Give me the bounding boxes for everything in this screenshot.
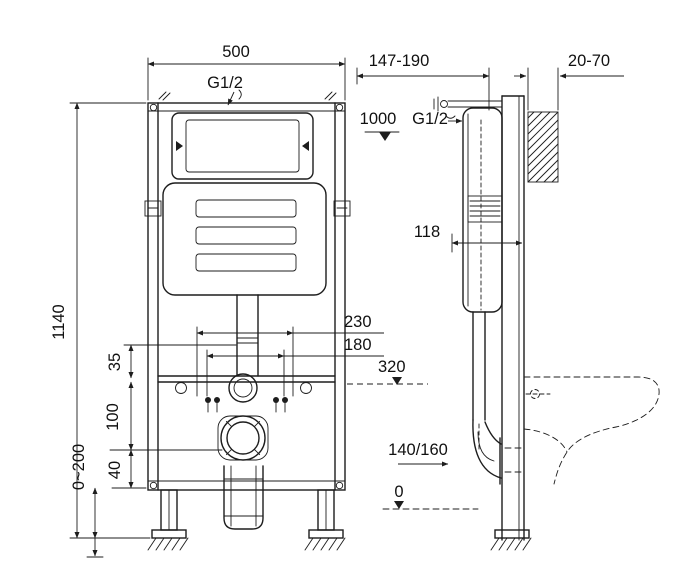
floor-hatch-side: [490, 537, 532, 551]
floor-level-label: 0: [394, 483, 403, 501]
mounting-rail: [157, 373, 336, 413]
fixing-bolts: [205, 397, 288, 413]
side-dimensions: 147-190 20-70 1000 G1/2 118 140/160 0: [356, 52, 624, 510]
floor-hatch-front: [147, 537, 346, 551]
front-inlet-label: G1/2: [207, 74, 243, 92]
frame-legs: [147, 489, 346, 551]
wall-thickness-label: 20-70: [568, 52, 610, 70]
outlet-size-label: 140/160: [388, 441, 448, 459]
frame-height-label: 1140: [50, 304, 68, 339]
rail-clip-right: [333, 200, 351, 217]
cistern-side: [462, 107, 503, 313]
outlet-assembly: [217, 415, 269, 530]
front-dimensions: 500 G1/2 1140 35 100 40 0~200 230 180: [50, 43, 428, 558]
side-frame-rail: [490, 95, 532, 551]
level-320-marker: [392, 377, 402, 385]
wall-tie-marks: [158, 91, 337, 101]
water-supply-arrow-side: [445, 115, 463, 124]
bolt-span-180-label: 180: [344, 336, 372, 354]
toilet-bowl-outline: [523, 376, 660, 485]
side-inlet-label: G1/2: [412, 110, 448, 128]
dim-front-width-label: 500: [222, 43, 250, 61]
depth-range-label: 147-190: [369, 52, 430, 70]
level-320-label: 320: [378, 358, 406, 376]
supply-height-label: 1000: [360, 110, 397, 128]
flush-access-panel: [171, 112, 314, 180]
wall-anchor-rod: [433, 96, 503, 112]
finished-wall-section: [527, 111, 559, 183]
front-view-frame: [144, 91, 351, 491]
water-supply-arrow-top: [227, 89, 242, 106]
supply-level-marker: [379, 132, 391, 141]
flush-pipe-front: [236, 294, 259, 377]
bolt-span-230-label: 230: [344, 313, 372, 331]
dim-40-label: 40: [106, 461, 124, 479]
cistern-front: [162, 182, 327, 296]
leg-range-label: 0~200: [70, 444, 88, 490]
floor-level-marker: [394, 501, 404, 509]
cistern-depth-label: 118: [414, 223, 440, 241]
soil-elbow: [472, 311, 523, 485]
dim-35-label: 35: [106, 353, 124, 371]
rail-clip-left: [144, 200, 162, 217]
dim-100-label: 100: [104, 403, 122, 431]
